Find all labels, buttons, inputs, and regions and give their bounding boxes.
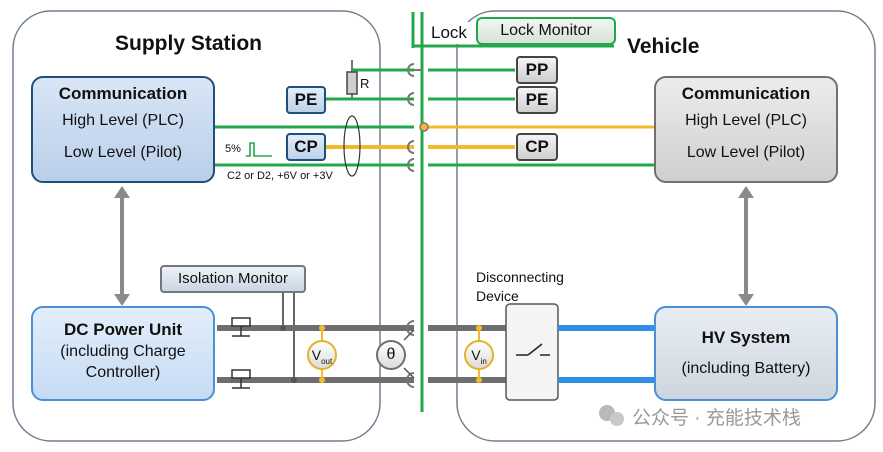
vout-gauge-main: V — [311, 347, 322, 363]
arrow-head-icon — [114, 294, 130, 306]
junction-dot — [291, 377, 297, 383]
junction-dot — [476, 325, 482, 331]
vin-gauge-sub: in — [480, 356, 487, 366]
hv-system-title: HV System — [701, 328, 791, 347]
cp-tag-vehicle: CP — [516, 133, 558, 161]
lock-monitor-box: Lock Monitor — [476, 17, 616, 45]
dc-power-unit-line2: (including Charge — [60, 343, 186, 360]
theta-lead — [403, 367, 415, 379]
theta-lead — [403, 329, 415, 341]
theta-gauge-icon: θ — [376, 340, 406, 370]
dc-power-unit-title: DC Power Unit — [63, 320, 183, 339]
dc-plus-contact-icon — [406, 320, 415, 336]
pp-tag: PP — [516, 56, 558, 84]
coupling-ellipse — [343, 115, 361, 177]
cp-states-label: C2 or D2, +6V or +3V — [227, 170, 333, 182]
junction-dot — [280, 325, 286, 331]
dc-power-unit-box: DC Power Unit (including Charge Controll… — [31, 306, 215, 401]
isolation-monitor-box: Isolation Monitor — [160, 265, 306, 293]
switch-blade-icon — [527, 343, 543, 356]
vin-gauge-main: V — [471, 347, 481, 363]
pe-tag-vehicle: PE — [516, 86, 558, 114]
hv-system-box: HV System (including Battery) — [654, 306, 838, 401]
cp-tag-station: CP — [286, 133, 326, 161]
vehicle-high-level-label: High Level (PLC) — [685, 112, 807, 129]
isolation-monitor-label: Isolation Monitor — [177, 270, 289, 287]
wechat-icon — [599, 405, 624, 426]
vehicle-outline — [456, 10, 876, 442]
lock-label: Lock — [427, 22, 471, 44]
junction-dot — [476, 377, 482, 383]
vin-gauge-icon: Vin — [464, 340, 494, 370]
supply-station-title: Supply Station — [115, 32, 262, 55]
supply-station-outline — [12, 10, 381, 442]
vehicle-low-level-label: Low Level (Pilot) — [686, 144, 806, 161]
vout-gauge-sub: out — [321, 356, 333, 366]
vehicle-communication-box: Communication High Level (PLC) Low Level… — [654, 76, 838, 183]
plc-contact-icon — [419, 122, 429, 132]
pilot-contact-icon — [407, 158, 415, 172]
station-communication-title: Communication — [58, 84, 188, 103]
fuse-minus-icon — [231, 369, 251, 379]
pe-tag-station: PE — [286, 86, 326, 114]
vehicle-communication-title: Communication — [681, 84, 811, 103]
station-low-level-label: Low Level (Pilot) — [63, 144, 183, 161]
cp-contact-icon — [407, 140, 415, 154]
vout-gauge-icon: Vout — [307, 340, 337, 370]
fuse-plus-icon — [231, 317, 251, 327]
theta-gauge-label: θ — [386, 346, 396, 363]
arrow-head-icon — [114, 186, 130, 198]
hv-system-subtitle: (including Battery) — [681, 360, 811, 377]
resistor-label: R — [360, 76, 370, 91]
pwm-duty-label: 5% — [225, 143, 241, 155]
dc-minus-contact-icon — [406, 372, 415, 388]
station-high-level-label: High Level (PLC) — [62, 112, 184, 129]
disconnecting-device-label-2: Device — [476, 288, 519, 304]
vehicle-title: Vehicle — [627, 35, 700, 58]
junction-dot — [319, 325, 325, 331]
disconnecting-device-label-1: Disconnecting — [476, 269, 564, 285]
arrow-head-icon — [738, 186, 754, 198]
station-communication-box: Communication High Level (PLC) Low Level… — [31, 76, 215, 183]
pwm-signal-icon — [246, 142, 272, 157]
resistor-icon — [346, 71, 358, 95]
pe-contact-icon — [407, 92, 415, 106]
arrow-head-icon — [738, 294, 754, 306]
junction-dot — [319, 377, 325, 383]
watermark-text: 公众号 · 充能技术栈 — [632, 408, 801, 429]
lock-monitor-label: Lock Monitor — [500, 22, 592, 39]
pp-contact-icon — [407, 63, 415, 77]
dc-power-unit-line3: Controller) — [85, 364, 161, 381]
